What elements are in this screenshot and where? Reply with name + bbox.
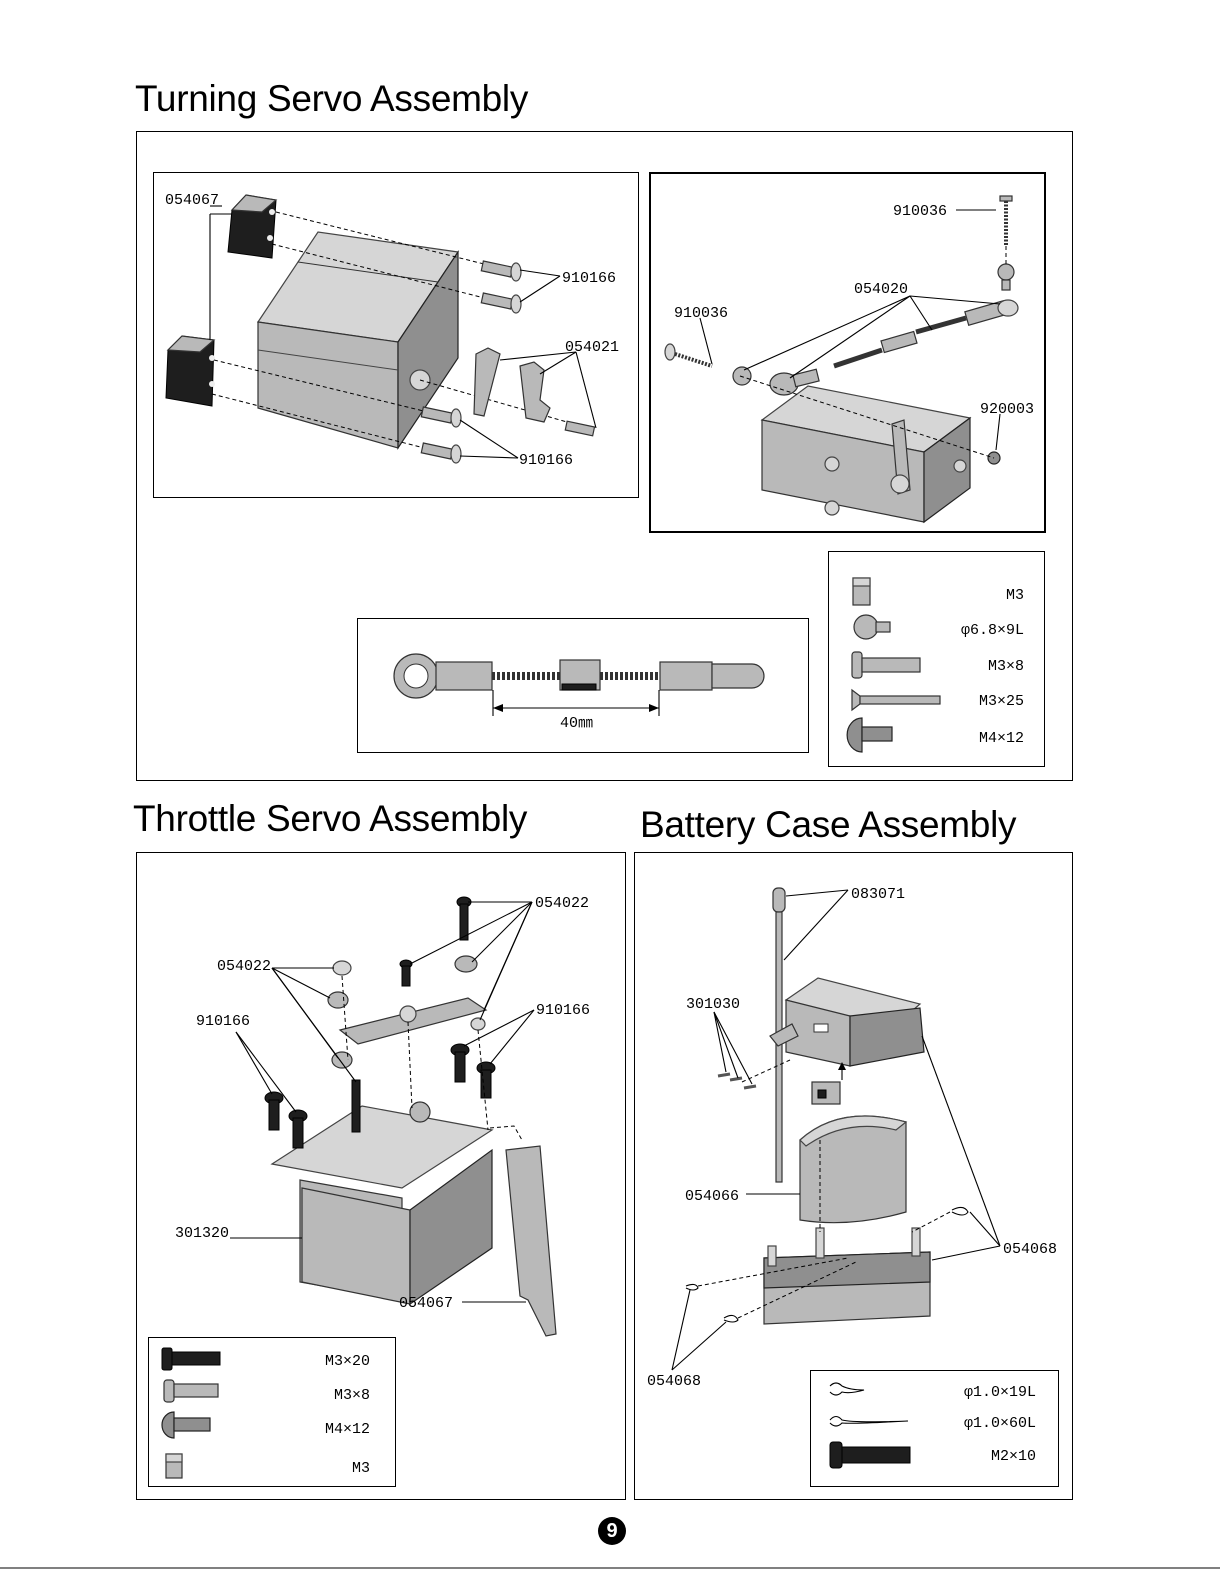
spec-throttle-4: M3 (352, 1460, 370, 1477)
pan-screw-icon (164, 1380, 218, 1402)
pan-screw-icon (852, 652, 920, 678)
label-083071: 083071 (851, 886, 905, 903)
label-054022-left: 054022 (217, 958, 271, 975)
spec-turning-5: M4×12 (979, 730, 1024, 747)
turning-linkage-view: 910036 054020 910036 920003 (665, 196, 1034, 522)
spec-turning-1: M3 (1006, 587, 1024, 604)
page-number: 9 (598, 1517, 626, 1545)
spec-throttle-2: M3×8 (334, 1387, 370, 1404)
label-910166-upper: 910166 (562, 270, 616, 287)
spec-throttle-3: M4×12 (325, 1421, 370, 1438)
screw-910166-lower (421, 407, 461, 463)
spec-battery-1: φ1.0×19L (964, 1384, 1036, 1401)
ball-end-left (733, 367, 751, 385)
linkage-length-detail: 40㎜ (394, 654, 764, 732)
mushroom-screw-icon (847, 718, 892, 752)
black-screw-icon (830, 1442, 910, 1468)
spec-battery-3: M2×10 (991, 1448, 1036, 1465)
spec-throttle-1: M3×20 (325, 1353, 370, 1370)
spec-turning-4: M3×25 (979, 693, 1024, 710)
antenna-tube (776, 912, 782, 1182)
screw-910036-top (1000, 196, 1012, 246)
label-910166-lower: 910166 (519, 452, 573, 469)
turning-servo-exploded: 054067 910166 054021 910166 (165, 192, 619, 469)
servo-arm-054022 (340, 998, 486, 1044)
long-screw-icon (162, 1348, 220, 1370)
mount-post-054067 (506, 1146, 556, 1336)
label-910166-left: 910166 (196, 1013, 250, 1030)
label-054021: 054021 (565, 339, 619, 356)
throttle-hardware-list: M3×20 M3×8 M4×12 M3 (162, 1348, 370, 1478)
nut-icon (853, 578, 870, 605)
label-910036-left: 910036 (674, 305, 728, 322)
mushroom-screw-icon (162, 1412, 210, 1438)
clip-left-long (686, 1284, 698, 1290)
label-054022-right: 054022 (535, 895, 589, 912)
clip-right (952, 1207, 968, 1215)
servo-horns-054021 (474, 348, 595, 436)
label-054067: 054067 (165, 192, 219, 209)
battery-case-exploded: 083071 301030 054066 054068 054068 (647, 886, 1057, 1390)
label-054068-left: 054068 (647, 1373, 701, 1390)
linkage-length-label: 40㎜ (560, 715, 593, 732)
spec-turning-2: φ6.8×9L (961, 622, 1024, 639)
spec-turning-3: M3×8 (988, 658, 1024, 675)
label-054066: 054066 (685, 1188, 739, 1205)
ball-end-icon (854, 615, 890, 639)
screw-910036-left (665, 344, 712, 366)
label-301320: 301320 (175, 1225, 229, 1242)
flat-screw-icon (852, 690, 940, 710)
throttle-servo-exploded: 054022 054022 910166 910166 301320 05406… (175, 895, 590, 1336)
battery-hardware-list: φ1.0×19L φ1.0×60L M2×10 (830, 1383, 1036, 1468)
spec-battery-2: φ1.0×60L (964, 1415, 1036, 1432)
ball-end-top (998, 264, 1014, 280)
servo-front (258, 322, 398, 448)
label-301030: 301030 (686, 996, 740, 1013)
short-clip-icon (830, 1383, 864, 1395)
nut-icon (166, 1454, 182, 1478)
label-910166-right: 910166 (536, 1002, 590, 1019)
linkage-rod-054020 (770, 300, 1018, 395)
label-054067-throttle: 054067 (399, 1295, 453, 1312)
label-910036-top: 910036 (893, 203, 947, 220)
label-054068-right: 054068 (1003, 1241, 1057, 1258)
antenna-cap-083071 (773, 888, 785, 912)
label-054020: 054020 (854, 281, 908, 298)
clip-left-short (724, 1315, 738, 1322)
turning-hardware-list: M3 φ6.8×9L M3×8 M3×25 M4×12 (847, 578, 1024, 752)
screw-910166-upper (481, 261, 521, 313)
label-920003: 920003 (980, 401, 1034, 418)
long-clip-icon (830, 1417, 908, 1427)
